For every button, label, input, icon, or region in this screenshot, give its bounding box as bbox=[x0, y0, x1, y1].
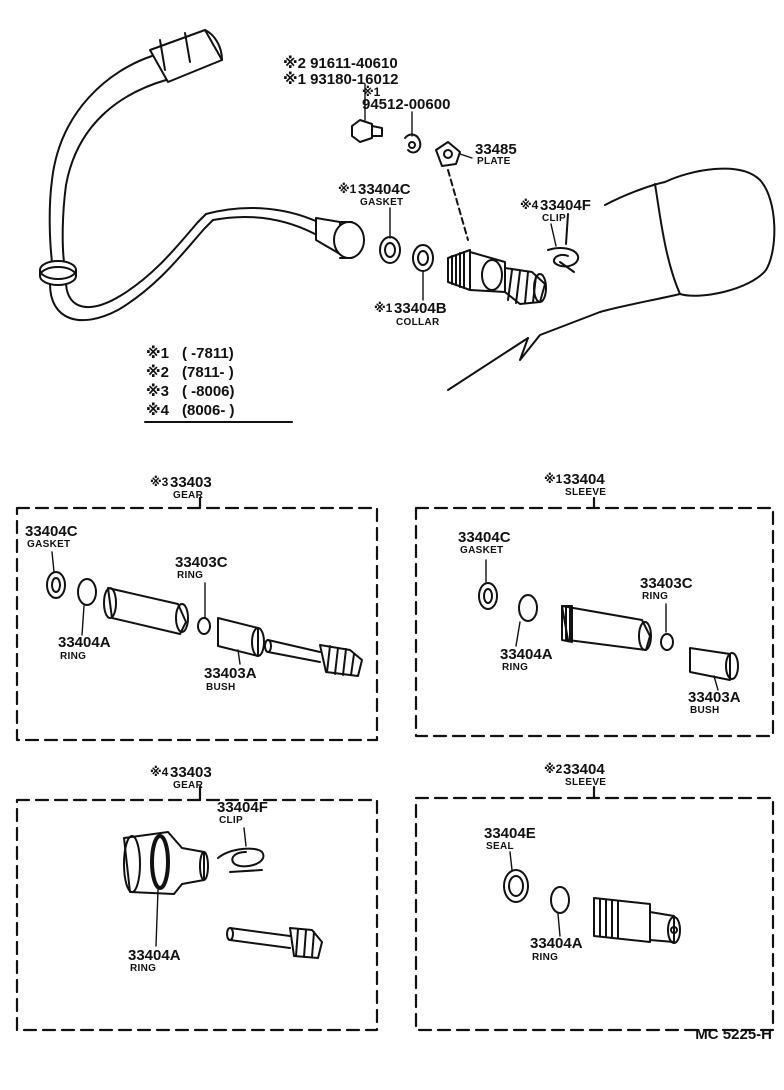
box2-part-number: 33404 bbox=[563, 471, 605, 488]
driven-gear-assembly bbox=[447, 249, 547, 305]
box4-seal-part-number: 33404E bbox=[484, 825, 536, 842]
box4-name: SLEEVE bbox=[565, 777, 607, 788]
box1-name: GEAR bbox=[173, 490, 204, 501]
box2-parts bbox=[478, 582, 739, 681]
legend-row-3: ※3 ( -8006) bbox=[146, 382, 235, 400]
legend-key: ※1 bbox=[146, 345, 169, 362]
plate-part-number: 33485 bbox=[475, 141, 517, 158]
collar-part bbox=[412, 244, 434, 272]
washer-mark: ※1 bbox=[362, 85, 381, 99]
collar-name: COLLAR bbox=[396, 317, 440, 328]
box2-gasket-name: GASKET bbox=[460, 545, 504, 556]
legend-range: (8006- ) bbox=[182, 402, 235, 419]
box1-ring-a-part-number: 33404A bbox=[58, 634, 111, 651]
box3-clip-part-number: 33404F bbox=[217, 799, 268, 816]
box1-leaders bbox=[51, 551, 241, 665]
box1-ring-c-part-number: 33403C bbox=[175, 554, 228, 571]
transmission-housing bbox=[447, 167, 776, 391]
box1-parts bbox=[46, 571, 363, 677]
box1-frame bbox=[15, 496, 379, 742]
legend-key: ※3 bbox=[146, 383, 169, 400]
plate-name: PLATE bbox=[477, 156, 511, 167]
box2-ring-a-name: RING bbox=[502, 662, 529, 673]
box2-ring-a-part-number: 33404A bbox=[500, 646, 553, 663]
box2-gasket-part-number: 33404C bbox=[458, 529, 511, 546]
box1-ring-a-name: RING bbox=[60, 651, 87, 662]
washer-part-number: 94512-00600 bbox=[362, 96, 451, 113]
box2-leaders bbox=[485, 559, 719, 691]
bolt-label-a: ※2 91611-40610 bbox=[283, 55, 398, 72]
box2-ring-c-part-number: 33403C bbox=[640, 575, 693, 592]
box1-ring-c-name: RING bbox=[177, 570, 204, 581]
box1-gasket-name: GASKET bbox=[27, 539, 71, 550]
clip-name: CLIP bbox=[542, 213, 566, 224]
speedometer-cable bbox=[39, 29, 365, 322]
box3-ring-a-name: RING bbox=[130, 963, 157, 974]
washer-part bbox=[404, 133, 422, 154]
gasket-part bbox=[379, 236, 401, 264]
box3-ring-a-part-number: 33404A bbox=[128, 947, 181, 964]
collar-mark: ※1 bbox=[374, 301, 393, 315]
clip-mark: ※4 bbox=[520, 198, 539, 212]
legend-range: ( -7811) bbox=[182, 345, 234, 362]
box1-gasket-part-number: 33404C bbox=[25, 523, 78, 540]
legend-row-1: ※1 ( -7811) bbox=[146, 344, 234, 362]
box3-part-number: 33403 bbox=[170, 764, 212, 781]
box3-name: GEAR bbox=[173, 780, 204, 791]
box4-ring-a-name: RING bbox=[532, 952, 559, 963]
box2-frame bbox=[414, 496, 775, 738]
box2-ring-c-name: RING bbox=[642, 591, 669, 602]
bolt-part bbox=[351, 119, 383, 143]
box4-seal-name: SEAL bbox=[486, 841, 514, 852]
gasket-mark: ※1 bbox=[338, 182, 357, 196]
legend-row-2: ※2 (7811- ) bbox=[146, 363, 234, 381]
box3-clip-name: CLIP bbox=[219, 815, 243, 826]
box4-frame bbox=[414, 785, 775, 1032]
box1-bush-name: BUSH bbox=[206, 682, 236, 693]
legend-key: ※2 bbox=[146, 364, 169, 381]
clip-part bbox=[547, 213, 580, 273]
box4-ring-a-part-number: 33404A bbox=[530, 935, 583, 952]
box2-name: SLEEVE bbox=[565, 487, 607, 498]
drawing-code: MC 5225-H bbox=[695, 1026, 772, 1043]
box3-leaders bbox=[155, 827, 247, 947]
legend-row-4: ※4 (8006- ) bbox=[146, 401, 235, 419]
box4-part-number: 33404 bbox=[563, 761, 605, 778]
box3-parts bbox=[123, 831, 323, 959]
box4-leaders bbox=[509, 851, 561, 937]
box2-bush-part-number: 33403A bbox=[688, 689, 741, 706]
top-leader-lines bbox=[364, 83, 557, 301]
box3-frame bbox=[15, 785, 379, 1032]
box3-mark: ※4 bbox=[150, 765, 169, 779]
clip-part-number: 33404F bbox=[540, 197, 591, 214]
legend-key: ※4 bbox=[146, 402, 169, 419]
box1-mark: ※3 bbox=[150, 475, 169, 489]
box4-parts bbox=[503, 869, 681, 944]
box1-part-number: 33403 bbox=[170, 474, 212, 491]
legend-range: ( -8006) bbox=[182, 383, 235, 400]
gasket-part-number: 33404C bbox=[358, 181, 411, 198]
box4-mark: ※2 bbox=[544, 762, 563, 776]
collar-part-number: 33404B bbox=[394, 300, 447, 317]
box2-bush-name: BUSH bbox=[690, 705, 720, 716]
box2-mark: ※1 bbox=[544, 472, 563, 486]
legend-range: (7811- ) bbox=[182, 364, 234, 381]
gasket-name: GASKET bbox=[360, 197, 404, 208]
plate-part bbox=[435, 141, 469, 241]
bolt-label-b: ※1 93180-16012 bbox=[283, 71, 399, 88]
box1-bush-part-number: 33403A bbox=[204, 665, 257, 682]
